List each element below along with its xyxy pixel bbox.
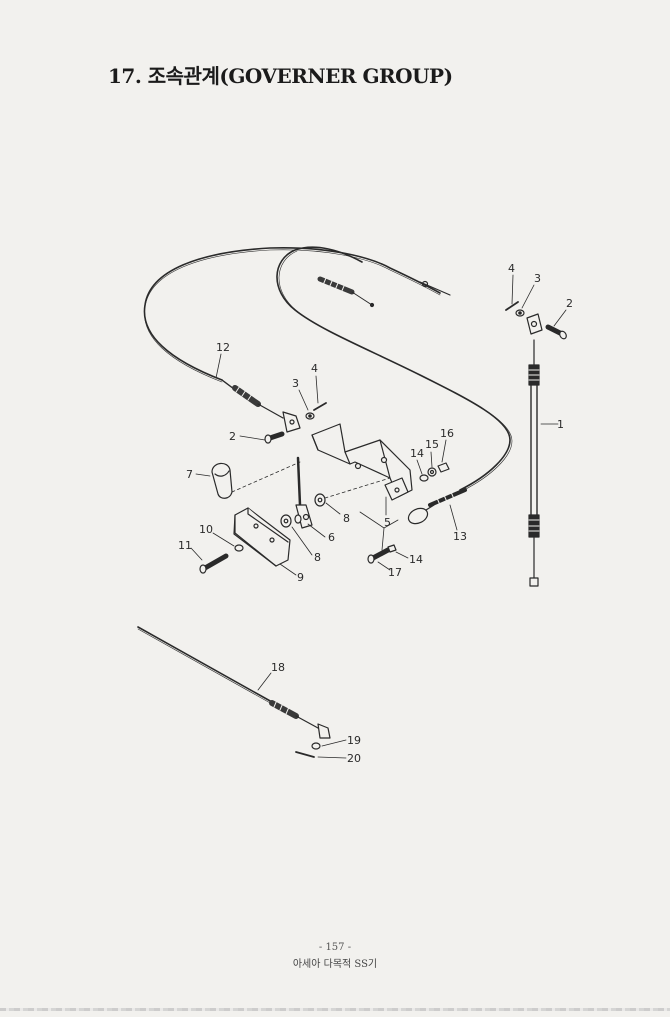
callout-4: 4	[311, 362, 318, 375]
cotter-pin-4-top	[505, 301, 519, 311]
callout-20: 20	[347, 752, 361, 765]
cable-18	[137, 626, 331, 739]
cable-end-fitting-upper	[317, 276, 375, 308]
callout-13: 13	[453, 530, 467, 543]
callout-8: 8	[314, 551, 321, 564]
nut-16	[437, 462, 450, 473]
scan-artifact-line	[0, 1008, 670, 1011]
cotter-pin-4-mid	[313, 402, 327, 411]
cotter-pin-20	[295, 751, 315, 758]
bolt-11	[199, 553, 229, 574]
cable-rod-1	[526, 313, 543, 587]
callout-3: 3	[534, 272, 541, 285]
washer-14-top	[419, 474, 429, 482]
cable-12-end	[221, 379, 301, 433]
base-plate-9	[233, 507, 291, 567]
knob-13	[407, 488, 467, 525]
washer-8-top	[314, 493, 326, 507]
washer-10	[234, 544, 244, 552]
pin-2-mid	[264, 431, 285, 444]
callout-2: 2	[229, 430, 236, 443]
callout-14: 14	[410, 447, 424, 460]
callout-2: 2	[566, 297, 573, 310]
bracket-5	[311, 423, 413, 501]
callout-19: 19	[347, 734, 361, 747]
cable-12	[143, 246, 441, 381]
washer-14-bottom	[387, 544, 397, 553]
callout-12: 12	[216, 341, 230, 354]
callout-9: 9	[297, 571, 304, 584]
callout-14: 14	[409, 553, 423, 566]
callout-8: 8	[343, 512, 350, 525]
knob-7	[211, 462, 233, 499]
page-number: - 157 -	[318, 942, 352, 953]
callout-17: 17	[388, 566, 402, 579]
washer-8-bottom	[280, 514, 292, 528]
callout-3: 3	[292, 377, 299, 390]
callout-7: 7	[186, 468, 193, 481]
callout-1: 1	[557, 418, 564, 431]
callout-6: 6	[328, 531, 335, 544]
callout-11: 11	[178, 539, 192, 552]
washer-15	[427, 467, 437, 477]
callout-15: 15	[425, 438, 439, 451]
footer-text: 아세아 다목적 SS기	[292, 959, 378, 970]
callout-4: 4	[508, 262, 515, 275]
page-title: 17. 조속관계(GOVERNER GROUP)	[108, 64, 453, 88]
callout-10: 10	[199, 523, 213, 536]
callout-16: 16	[440, 427, 454, 440]
callout-18: 18	[271, 661, 285, 674]
washer-19	[311, 742, 321, 750]
bolt-17	[367, 547, 391, 564]
pin-2-top	[545, 324, 567, 340]
callout-5: 5	[384, 516, 391, 529]
